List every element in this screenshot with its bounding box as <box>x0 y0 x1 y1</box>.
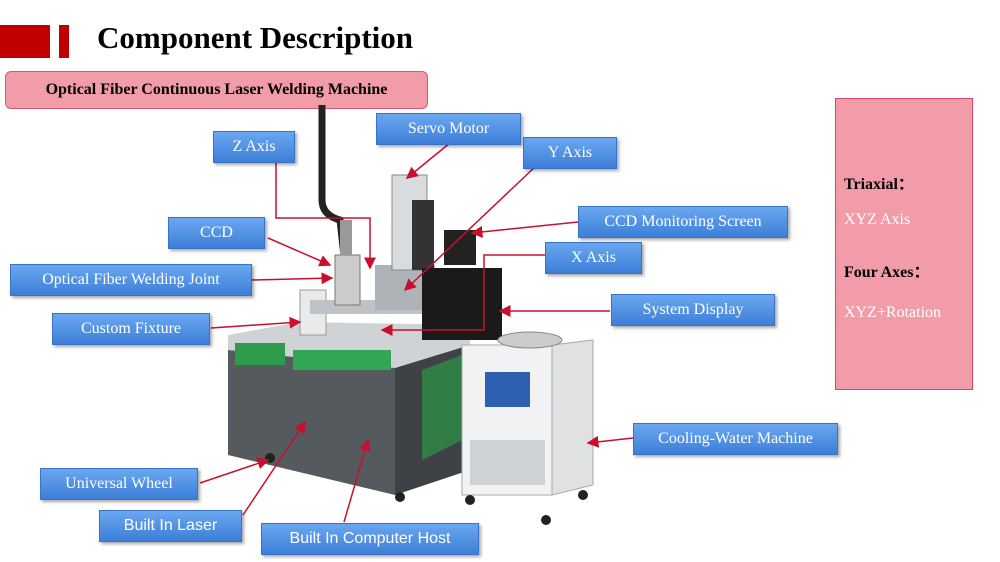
triaxial-value: XYZ Axis <box>844 211 911 228</box>
ccd-monitor <box>444 230 476 265</box>
label-ccd-monitoring-screen: CCD Monitoring Screen <box>578 206 788 238</box>
welding-head <box>334 254 361 306</box>
pointer-arrows <box>199 142 634 523</box>
machine-name-banner: Optical Fiber Continuous Laser Welding M… <box>5 71 428 109</box>
label-cooling-water-machine: Cooling-Water Machine <box>633 423 838 455</box>
cabinet-front <box>228 350 395 495</box>
side-logo <box>422 355 462 460</box>
wheel <box>578 490 588 500</box>
wheel <box>465 495 475 505</box>
wheel <box>395 492 405 502</box>
label-ccd: CCD <box>168 217 265 249</box>
fiber-cable <box>318 105 349 266</box>
green-strip <box>293 350 391 370</box>
label-built-in-laser: Built In Laser <box>99 510 242 542</box>
ccd-camera <box>340 220 352 255</box>
label-built-in-computer-host: Built In Computer Host <box>261 523 479 555</box>
label-z-axis: Z Axis <box>213 131 295 163</box>
four-axes-value: XYZ+Rotation <box>844 304 942 321</box>
chiller-side <box>551 339 594 496</box>
control-panel <box>235 343 285 365</box>
label-servo-motor: Servo Motor <box>376 113 521 145</box>
wheel <box>265 453 275 463</box>
label-y-axis: Y Axis <box>523 137 617 169</box>
wheel <box>541 515 551 525</box>
page-title: Component Description <box>97 20 414 55</box>
chiller-fan <box>497 331 563 349</box>
z-column <box>412 200 434 270</box>
axes-info-panel: Triaxial： XYZ Axis Four Axes： XYZ+Rotati… <box>835 98 973 390</box>
label-custom-fixture: Custom Fixture <box>52 313 210 345</box>
label-optical-fiber-welding-joint: Optical Fiber Welding Joint <box>10 264 252 296</box>
title-bar-stripe <box>59 25 69 58</box>
triaxial-label: Triaxial： <box>844 176 914 193</box>
chiller-vent <box>470 440 545 485</box>
label-x-axis: X Axis <box>545 242 642 274</box>
label-system-display: System Display <box>611 294 775 326</box>
table-top <box>228 322 470 368</box>
label-universal-wheel: Universal Wheel <box>40 468 198 500</box>
chiller-panel <box>485 372 530 407</box>
four-axes-label: Four Axes： <box>844 264 930 281</box>
system-monitor <box>422 268 502 340</box>
title-bar-block <box>0 25 50 58</box>
